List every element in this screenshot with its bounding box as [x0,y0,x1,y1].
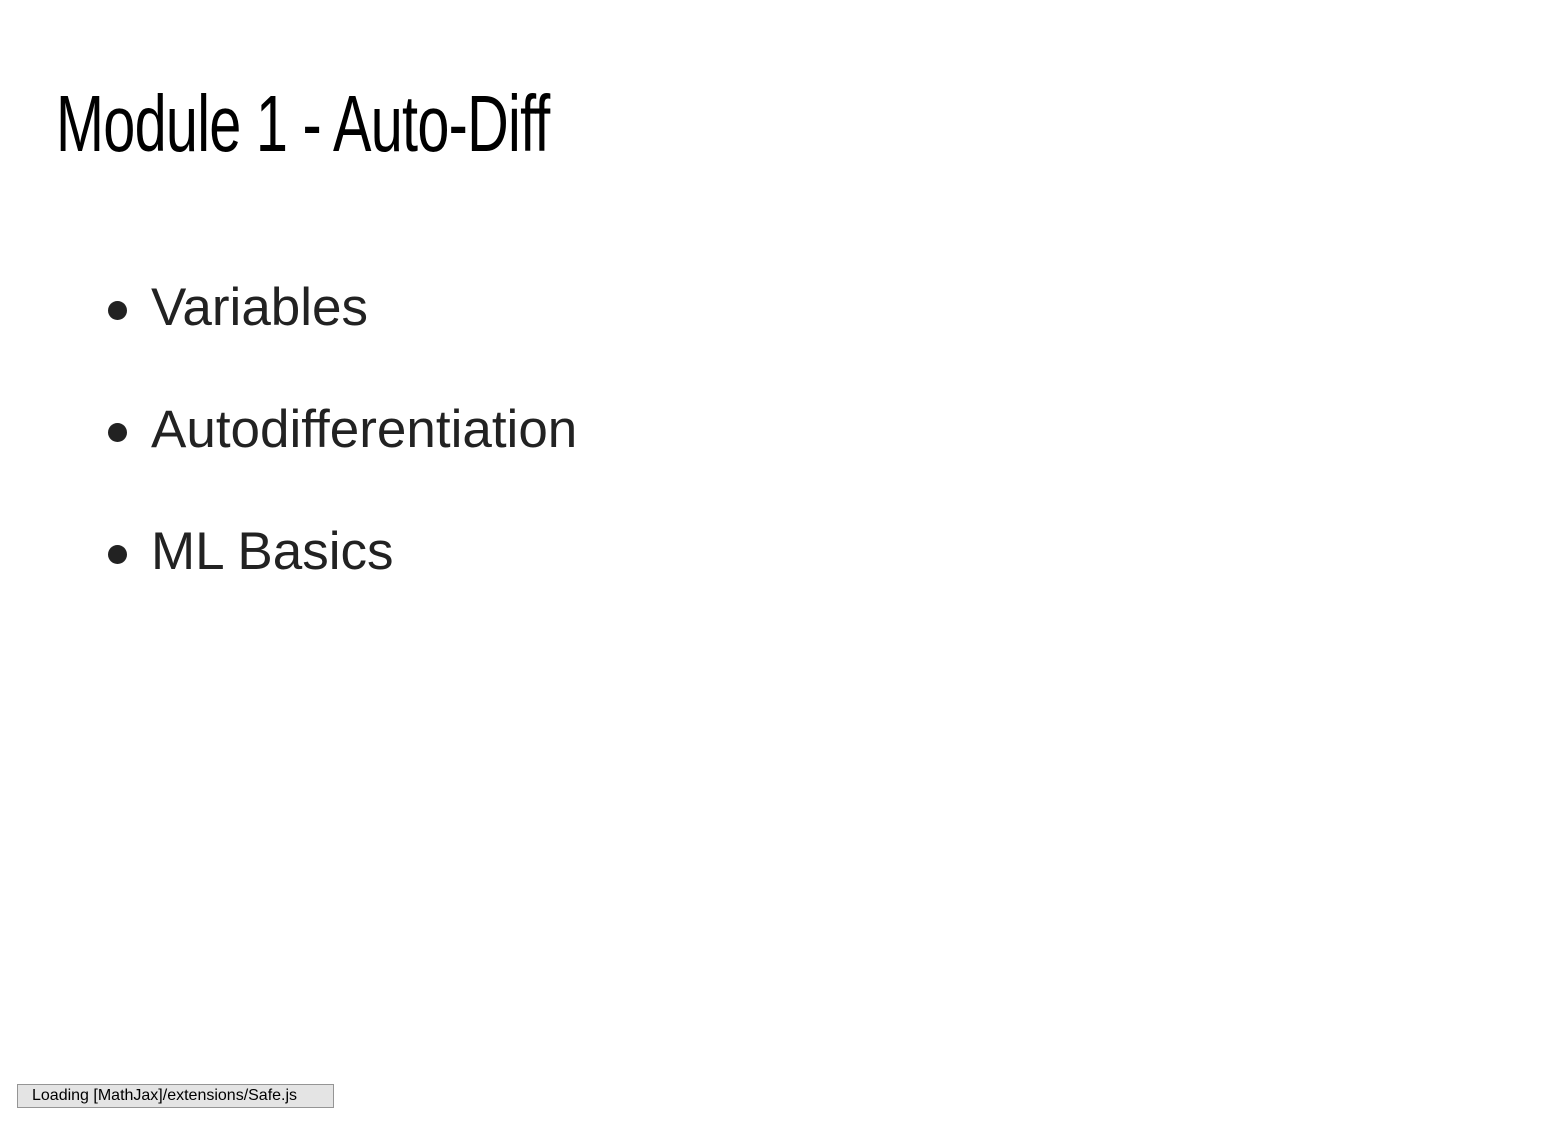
bullet-dot-icon [108,301,127,320]
bullet-dot-icon [108,545,127,564]
mathjax-loading-status: Loading [MathJax]/extensions/Safe.js [17,1084,334,1108]
bullet-label: Variables [151,278,369,337]
slide-title: Module 1 - Auto-Diff [56,79,550,168]
bullet-label: ML Basics [151,522,394,581]
bullet-label: Autodifferentiation [151,400,578,459]
bullet-dot-icon [108,423,127,442]
